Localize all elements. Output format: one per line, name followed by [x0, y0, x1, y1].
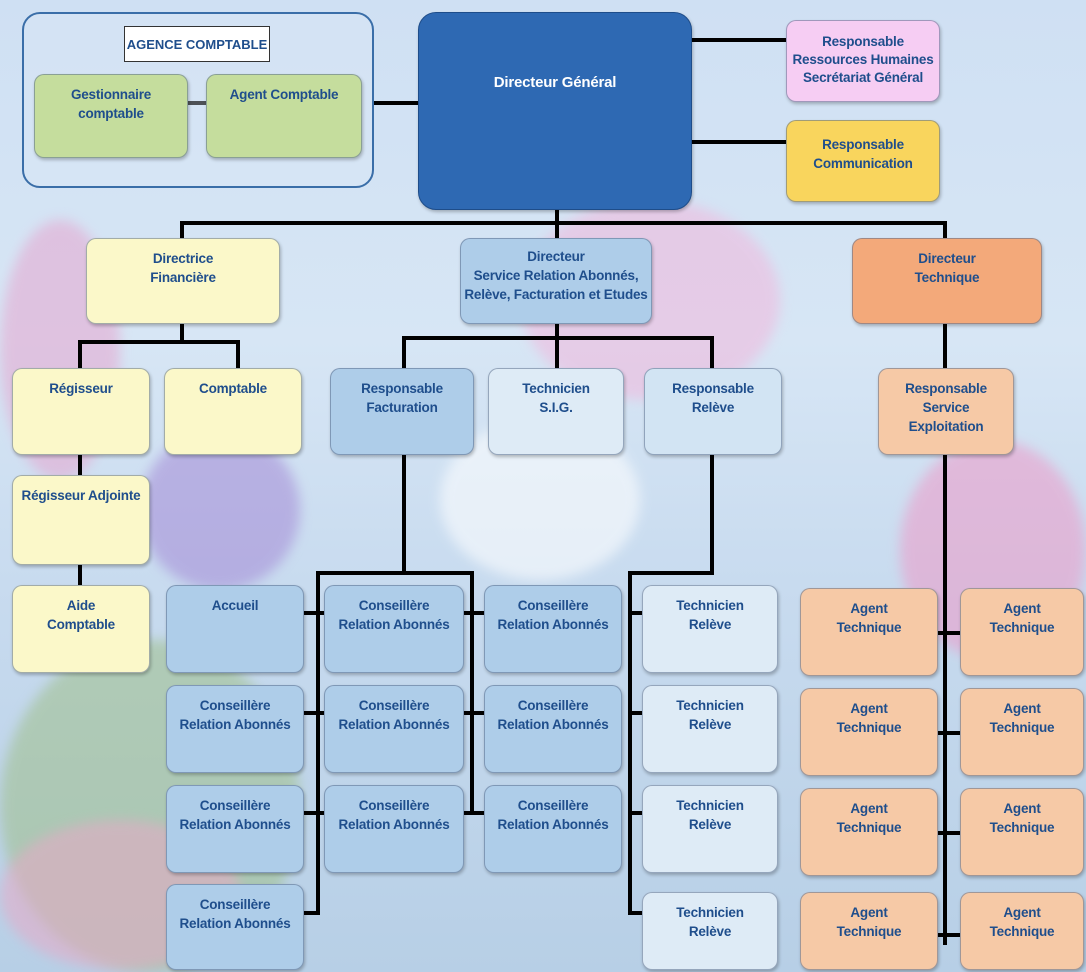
agent-technique-box: Agent Technique — [800, 892, 938, 970]
technicien-releve-box: Technicien Relève — [642, 892, 778, 970]
conseillere-relation-abonnes-box: Conseillère Relation Abonnés — [166, 884, 304, 970]
comptable-box: Comptable — [164, 368, 302, 455]
agent-technique-box: Agent Technique — [960, 688, 1084, 776]
agent-technique-box: Agent Technique — [960, 588, 1084, 676]
technicien-releve-box: Technicien Relève — [642, 785, 778, 873]
regisseur-adjointe-box: Régisseur Adjointe — [12, 475, 150, 565]
agent-technique-box: Agent Technique — [800, 588, 938, 676]
agent-technique-box: Agent Technique — [960, 892, 1084, 970]
conseillere-relation-abonnes-box: Conseillère Relation Abonnés — [166, 685, 304, 773]
responsable-service-exploitation-box: Responsable Service Exploitation — [878, 368, 1014, 455]
accueil-box: Accueil — [166, 585, 304, 673]
responsable-facturation-box: Responsable Facturation — [330, 368, 474, 455]
conseillere-relation-abonnes-box: Conseillère Relation Abonnés — [484, 685, 622, 773]
agent-comptable-box: Agent Comptable — [206, 74, 362, 158]
agence-comptable-title: AGENCE COMPTABLE — [124, 26, 270, 62]
responsable-rh-box: Responsable Ressources Humaines Secrétar… — [786, 20, 940, 102]
conseillere-relation-abonnes-box: Conseillère Relation Abonnés — [324, 685, 464, 773]
agent-technique-box: Agent Technique — [800, 788, 938, 876]
conseillere-relation-abonnes-box: Conseillère Relation Abonnés — [166, 785, 304, 873]
responsable-releve-box: Responsable Relève — [644, 368, 782, 455]
background-flower — [140, 430, 300, 590]
technicien-releve-box: Technicien Relève — [642, 685, 778, 773]
conseillere-relation-abonnes-box: Conseillère Relation Abonnés — [484, 785, 622, 873]
directrice-financiere-box: Directrice Financière — [86, 238, 280, 324]
responsable-communication-box: Responsable Communication — [786, 120, 940, 202]
conseillere-relation-abonnes-box: Conseillère Relation Abonnés — [484, 585, 622, 673]
directeur-service-relation-box: Directeur Service Relation Abonnés, Relè… — [460, 238, 652, 324]
conseillere-relation-abonnes-box: Conseillère Relation Abonnés — [324, 585, 464, 673]
agent-technique-box: Agent Technique — [960, 788, 1084, 876]
gestionnaire-comptable-box: Gestionnaire comptable — [34, 74, 188, 158]
technicien-releve-box: Technicien Relève — [642, 585, 778, 673]
regisseur-box: Régisseur — [12, 368, 150, 455]
aide-comptable-box: Aide Comptable — [12, 585, 150, 673]
agent-technique-box: Agent Technique — [800, 688, 938, 776]
directeur-technique-box: Directeur Technique — [852, 238, 1042, 324]
conseillere-relation-abonnes-box: Conseillère Relation Abonnés — [324, 785, 464, 873]
directeur-general-box: Directeur Général — [418, 12, 692, 210]
technicien-sig-box: Technicien S.I.G. — [488, 368, 624, 455]
